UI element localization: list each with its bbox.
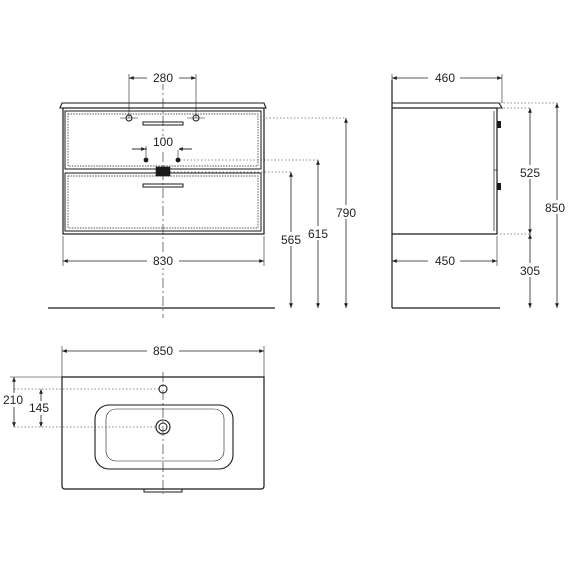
- side-handle-top: [497, 121, 501, 128]
- dim-label-305: 305: [520, 264, 540, 278]
- top-view: [10, 372, 265, 494]
- basin-front-lip: [143, 489, 183, 493]
- dim-label-790: 790: [336, 206, 356, 220]
- dim-label-565: 565: [281, 233, 301, 247]
- dim-label-525: 525: [520, 166, 540, 180]
- dim-label-460: 460: [435, 71, 455, 85]
- dim-label-280: 280: [153, 71, 173, 85]
- dim-label-145: 145: [29, 401, 49, 415]
- top-drawer-inner: [67, 113, 259, 167]
- front-view: [48, 80, 346, 318]
- basin-outline: [61, 376, 265, 490]
- side-countertop: [392, 102, 503, 109]
- side-cabinet-body: [392, 107, 498, 235]
- dim-label-850-top: 850: [153, 344, 173, 358]
- dim-label-850-side: 850: [545, 201, 565, 215]
- basin-bowl-inner: [105, 408, 225, 462]
- dim-label-100: 100: [153, 135, 173, 149]
- front-view-dimensions: 280 100 830 565 615 790: [62, 70, 359, 308]
- dim-label-450: 450: [435, 254, 455, 268]
- side-view-dimensions: 460 450 525 305 850: [391, 70, 567, 308]
- dim-label-615: 615: [308, 227, 328, 241]
- top-view-dimensions: 850 210 145: [1, 344, 265, 427]
- side-view: [391, 80, 557, 309]
- dim-label-830: 830: [153, 254, 173, 268]
- basin-bowl: [94, 404, 234, 470]
- dim-label-210: 210: [3, 393, 23, 407]
- cabinet-body: [62, 107, 265, 235]
- side-handle-bottom: [497, 183, 501, 190]
